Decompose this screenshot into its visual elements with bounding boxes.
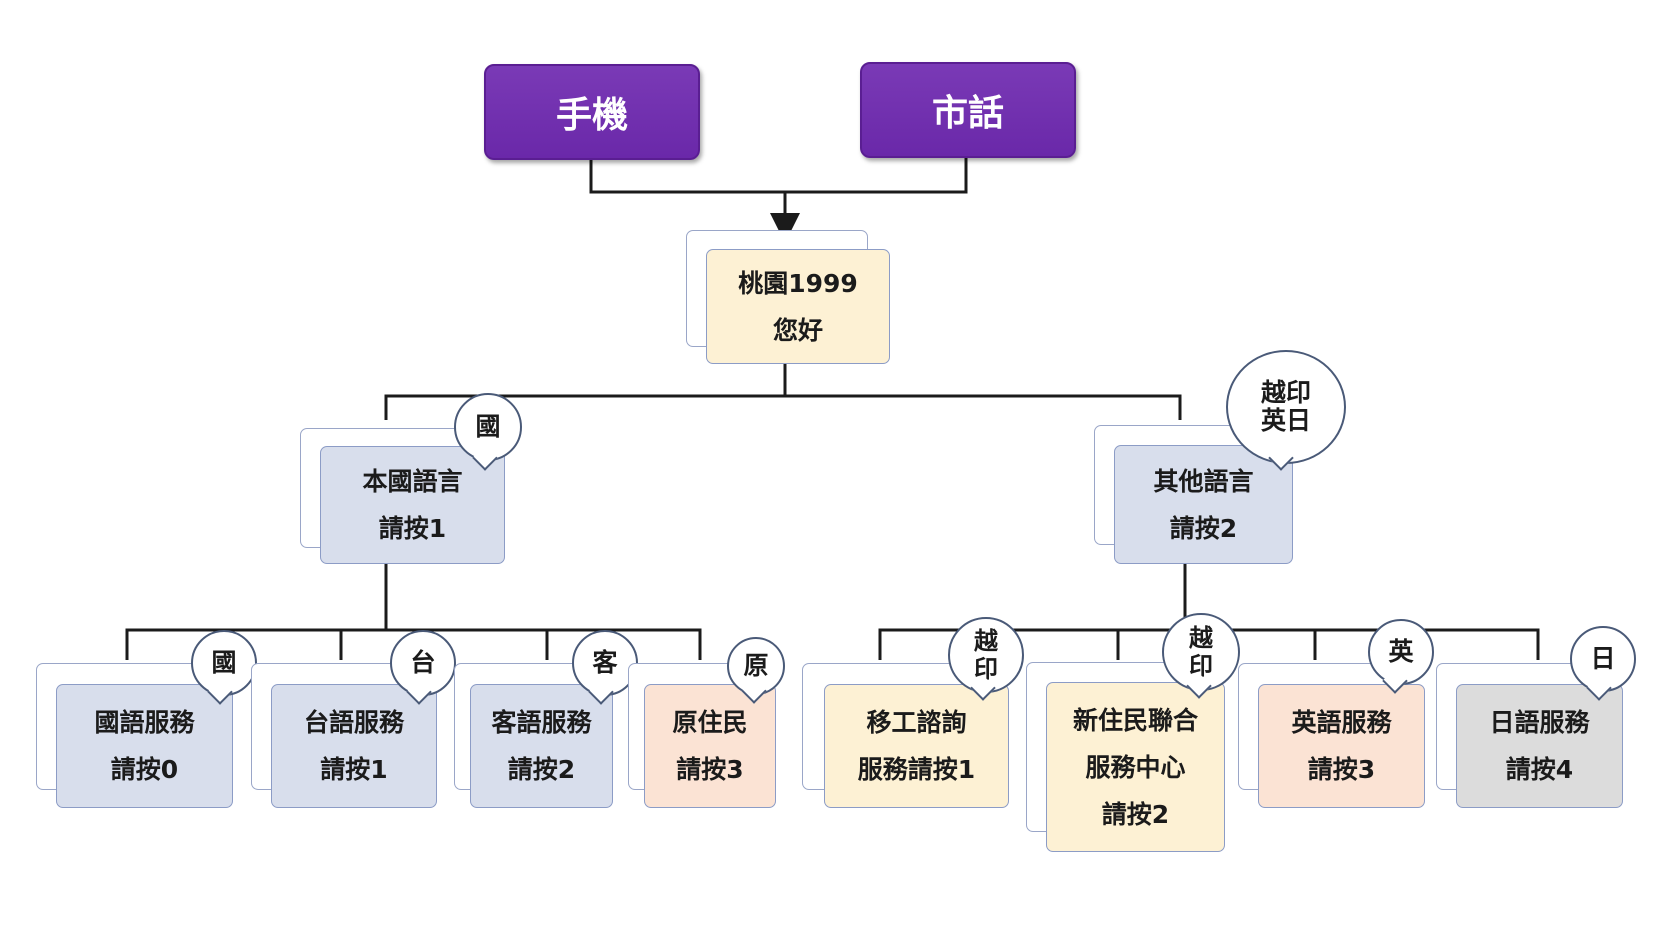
root-greeting: 您好 bbox=[772, 315, 823, 345]
domestic-label: 本國語言 bbox=[362, 467, 463, 496]
leaf-mandarin: 國語服務 請按0 bbox=[36, 663, 233, 808]
leaf-indigenous: 原住民 請按3 bbox=[628, 663, 776, 808]
mobile-source-box: 手機 bbox=[484, 64, 700, 160]
root-title: 桃園1999 bbox=[738, 268, 858, 298]
leaf-japanese: 日語服務 請按4 bbox=[1436, 663, 1623, 808]
taiwanese-badge: 台 bbox=[390, 630, 456, 696]
other-key: 請按2 bbox=[1169, 513, 1238, 543]
domestic-leaf-connector bbox=[125, 628, 702, 660]
new-resident-badge: 越 印 bbox=[1162, 613, 1240, 691]
leaf-english: 英語服務 請按3 bbox=[1238, 663, 1425, 808]
domestic-language-node: 本國語言 請按1 bbox=[300, 428, 505, 564]
leaf-hakka: 客語服務 請按2 bbox=[454, 663, 613, 808]
domestic-key: 請按1 bbox=[378, 514, 447, 543]
branch-connector bbox=[384, 394, 1182, 420]
other-badge: 越印 英日 bbox=[1226, 350, 1346, 464]
indigenous-badge: 原 bbox=[727, 637, 785, 695]
leaf-migrant-worker: 移工諮詢 服務請按1 bbox=[802, 663, 1009, 808]
landline-source-box: 市話 bbox=[860, 62, 1076, 158]
landline-label: 市話 bbox=[931, 93, 1004, 134]
leaf-taiwanese: 台語服務 請按1 bbox=[251, 663, 437, 808]
other-label: 其他語言 bbox=[1153, 466, 1254, 496]
mobile-label: 手機 bbox=[555, 95, 628, 136]
source-connector bbox=[589, 157, 968, 194]
root-node: 桃園1999 您好 bbox=[686, 230, 890, 364]
other-language-node: 其他語言 請按2 bbox=[1094, 425, 1293, 564]
leaf-new-resident-center: 新住民聯合 服務中心 請按2 bbox=[1026, 662, 1225, 852]
